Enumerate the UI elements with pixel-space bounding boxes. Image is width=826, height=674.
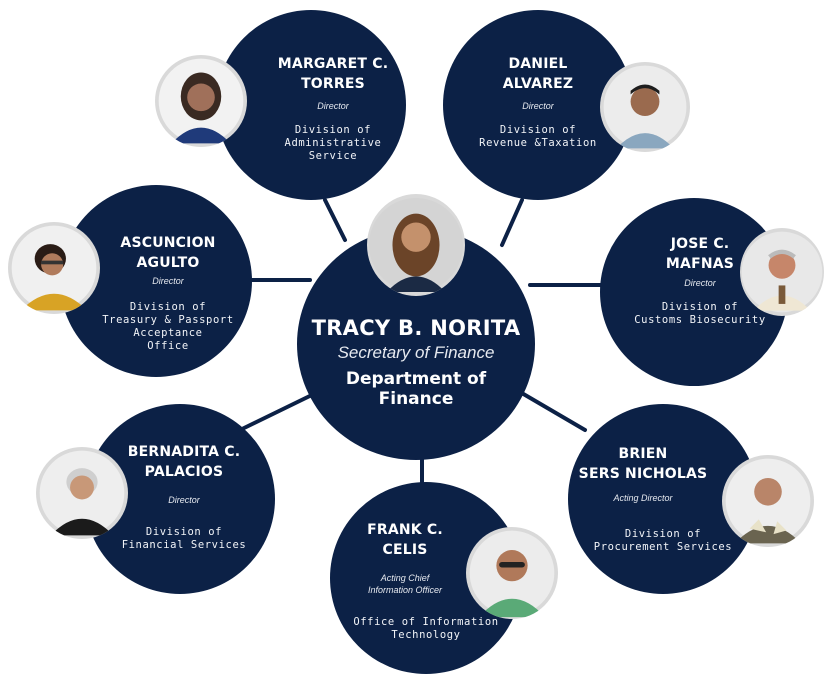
person-name-line2: AGULTO bbox=[136, 255, 200, 271]
connector-alvarez bbox=[500, 198, 524, 247]
connector-torres bbox=[323, 198, 347, 242]
center-person-name: TRACY B. NORITA bbox=[311, 316, 521, 340]
person-role: Acting Chief bbox=[380, 573, 430, 583]
division-line3: Acceptance bbox=[133, 327, 203, 339]
division-line1: Office of Information bbox=[353, 616, 499, 628]
division-line2: Treasury & Passport bbox=[102, 314, 234, 326]
person-name-line1: MARGARET C. bbox=[277, 56, 389, 72]
department-line1: Department of bbox=[345, 369, 487, 389]
portrait-icon bbox=[367, 194, 465, 296]
node-nicholas: BRIEN SERS NICHOLAS Acting Director Divi… bbox=[568, 404, 758, 594]
person-role: Director bbox=[522, 101, 554, 111]
division-line2: Customs Biosecurity bbox=[634, 314, 766, 326]
person-name-line1: BERNADITA C. bbox=[127, 444, 241, 460]
department-line2: Finance bbox=[378, 389, 454, 409]
node-agulto: ASCUNCION AGULTO Director Division of Tr… bbox=[60, 185, 252, 377]
portrait-icon bbox=[600, 62, 690, 152]
person-name-line1: ASCUNCION bbox=[120, 235, 216, 251]
division-line1: Division of bbox=[499, 124, 577, 136]
division-line3: Service bbox=[308, 150, 358, 162]
node-torres: MARGARET C. TORRES Director Division of … bbox=[216, 10, 406, 200]
portrait-icon bbox=[36, 447, 128, 539]
person-name-line2: PALACIOS bbox=[144, 464, 224, 480]
portrait-icon bbox=[8, 222, 100, 314]
person-role: Director bbox=[317, 101, 349, 111]
division-line1: Division of bbox=[624, 528, 702, 540]
division-line1: Division of bbox=[294, 124, 372, 136]
connector-palacios bbox=[238, 390, 320, 432]
division-line2: Administrative bbox=[284, 137, 382, 149]
division-line4: Office bbox=[147, 340, 189, 352]
center-person-role: Secretary of Finance bbox=[337, 343, 495, 362]
division-line2: Revenue &Taxation bbox=[479, 137, 597, 149]
portrait-icon bbox=[155, 55, 247, 147]
person-name-line1: DANIEL bbox=[508, 56, 568, 72]
node-celis: FRANK C. CELIS Acting Chief Information … bbox=[330, 482, 522, 674]
person-role: Director bbox=[152, 276, 184, 286]
division-line1: Division of bbox=[129, 301, 207, 313]
person-name-line2: SERS NICHOLAS bbox=[578, 466, 708, 482]
person-name-line2: ALVAREZ bbox=[502, 76, 574, 92]
person-role: Director bbox=[684, 278, 716, 288]
person-role-line2: Information Officer bbox=[367, 585, 443, 595]
person-role: Director bbox=[168, 495, 200, 505]
person-name-line2: TORRES bbox=[301, 76, 365, 92]
portrait-icon bbox=[722, 455, 814, 547]
connector-nicholas bbox=[518, 390, 587, 432]
person-name-line2: CELIS bbox=[382, 542, 428, 558]
person-role: Acting Director bbox=[613, 493, 673, 503]
division-line2: Technology bbox=[391, 629, 461, 641]
division-line1: Division of bbox=[661, 301, 739, 313]
portrait-icon bbox=[740, 228, 824, 316]
division-line2: Procurement Services bbox=[593, 541, 733, 553]
division-line1: Division of bbox=[145, 526, 223, 538]
portrait-icon bbox=[466, 527, 558, 619]
person-name-line2: MAFNAS bbox=[665, 256, 735, 272]
division-line2: Financial Services bbox=[121, 539, 247, 551]
person-name-line1: FRANK C. bbox=[367, 522, 443, 538]
person-name-line1: BRIEN bbox=[618, 446, 668, 462]
person-name-line1: JOSE C. bbox=[670, 236, 730, 252]
